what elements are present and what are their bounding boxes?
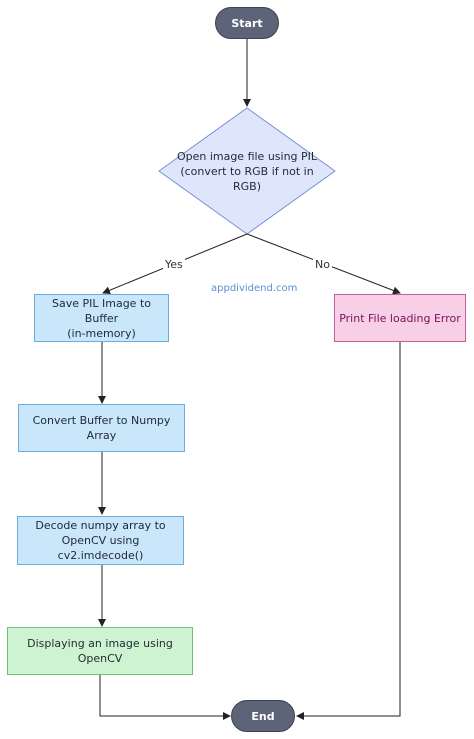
display-node: Displaying an image using OpenCV — [7, 627, 193, 675]
decision-node-label: Open image file using PIL (convert to RG… — [176, 149, 318, 193]
end-node: End — [231, 700, 295, 732]
error-node: Print File loading Error — [334, 294, 466, 342]
edge-error-end — [296, 342, 401, 720]
start-node: Start — [215, 7, 279, 39]
edge-display-end — [99, 675, 231, 720]
save-buffer-node: Save PIL Image to Buffer (in-memory) — [34, 294, 169, 342]
edge-label-no: No — [313, 258, 332, 272]
decode-node: Decode numpy array to OpenCV using cv2.i… — [17, 516, 184, 565]
edge-label-yes: Yes — [163, 258, 185, 272]
watermark: appdividend.com — [211, 283, 298, 294]
convert-numpy-node: Convert Buffer to Numpy Array — [18, 404, 185, 452]
